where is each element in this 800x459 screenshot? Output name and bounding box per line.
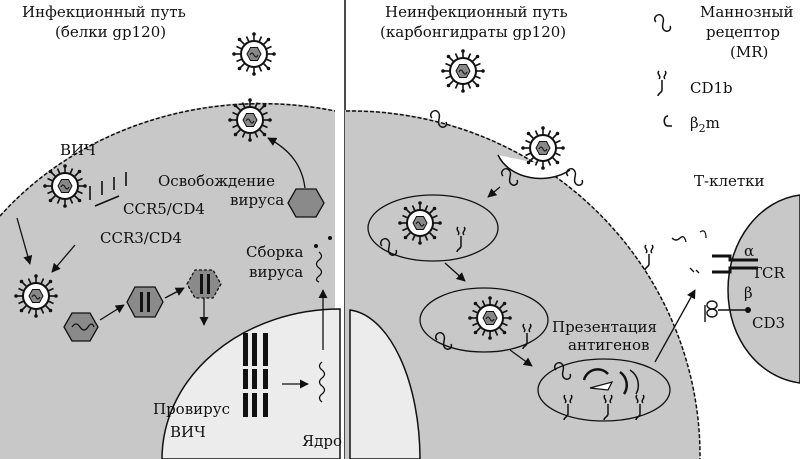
t-cell-body — [727, 194, 800, 384]
provirus-dna — [243, 333, 268, 417]
tcr-beta: β — [744, 284, 753, 302]
left-title-line2: (белки gp120) — [55, 23, 166, 41]
virion-icon — [227, 97, 273, 143]
arrow — [99, 304, 125, 321]
mrna-squiggle — [315, 251, 323, 283]
virion-icon — [440, 48, 486, 94]
ccr5-label: CCR5/CD4 — [123, 200, 205, 218]
tcr-icon — [712, 254, 758, 274]
legend-mr-line1: Маннозный — [700, 3, 793, 21]
assembly-label-line2: вируса — [249, 263, 303, 281]
receptor-icon — [89, 172, 127, 207]
t-cell: Т-клетки α TCR β CD3 — [694, 172, 800, 384]
dna-transport-hex — [186, 269, 222, 299]
tcr-label: TCR — [752, 264, 785, 282]
cd1b-legend-icon — [657, 70, 667, 97]
tcr-alpha: α — [744, 242, 754, 260]
antigen-squiggle — [671, 236, 687, 243]
arrow — [267, 137, 306, 189]
legend-mr-line2: рецептор — [706, 23, 780, 41]
reverse-transcription-hex — [126, 286, 164, 318]
virion-icon — [397, 200, 443, 246]
cd1b-icon — [644, 244, 654, 271]
presentation-label-line1: Презентация — [552, 318, 657, 336]
arrow — [16, 217, 33, 265]
rna-squiggle — [71, 323, 95, 331]
legend-cd1b: CD1b — [690, 79, 733, 97]
left-cell-membrane — [0, 102, 336, 217]
legend: Маннозный рецептор (MR) CD1b β2m — [653, 3, 793, 135]
left-nucleus — [161, 308, 341, 459]
ccr3-label: CCR3/CD4 — [100, 229, 182, 247]
left-title-line1: Инфекционный путь — [22, 3, 186, 21]
membrane-invagination — [497, 154, 571, 180]
legend-b2m: β2m — [690, 114, 720, 135]
cd3-icon — [704, 300, 746, 322]
arrow — [164, 287, 185, 299]
virion-icon — [42, 163, 88, 209]
right-panel: Неинфекционный путь (карбонгидраты gp120… — [345, 3, 707, 459]
release-label-line2: вируса — [230, 191, 284, 209]
assembly-label-line1: Сборка — [246, 243, 304, 261]
arrow — [654, 289, 696, 363]
arrow — [487, 186, 501, 198]
right-cell-membrane — [345, 110, 701, 459]
right-title-line1: Неинфекционный путь — [385, 3, 568, 21]
virion-icon — [520, 125, 566, 171]
nucleus-label: Ядро — [302, 432, 342, 450]
cd3-label: CD3 — [752, 314, 785, 332]
release-label-line1: Освобождение — [158, 172, 275, 190]
mannose-receptor-legend-icon — [653, 13, 672, 32]
degraded-virion — [582, 368, 609, 381]
t-cell-title: Т-клетки — [694, 172, 765, 190]
assembled-virus-hex — [287, 188, 325, 218]
right-title-line2: (карбонгидраты gp120) — [380, 23, 566, 41]
transcript-squiggle — [318, 361, 326, 403]
arrow — [444, 262, 466, 282]
uncoated-capsid-hex — [63, 312, 99, 342]
arrow — [509, 349, 533, 367]
left-panel: Инфекционный путь (белки gp120) ВИЧ CCR5… — [0, 3, 342, 459]
b2m-legend-icon — [663, 115, 672, 127]
hiv-label: ВИЧ — [60, 141, 96, 159]
virion-icon — [467, 295, 513, 341]
virion-icon — [231, 31, 277, 77]
presentation-label-line2: антигенов — [568, 336, 649, 354]
virion-icon — [13, 273, 59, 319]
arrow — [51, 244, 76, 273]
provirus-label-line2: ВИЧ — [170, 423, 206, 441]
right-nucleus — [349, 309, 421, 459]
antigen-squiggle — [689, 267, 700, 274]
provirus-label-line1: Провирус — [153, 400, 230, 418]
legend-mr-line3: (MR) — [730, 43, 768, 61]
